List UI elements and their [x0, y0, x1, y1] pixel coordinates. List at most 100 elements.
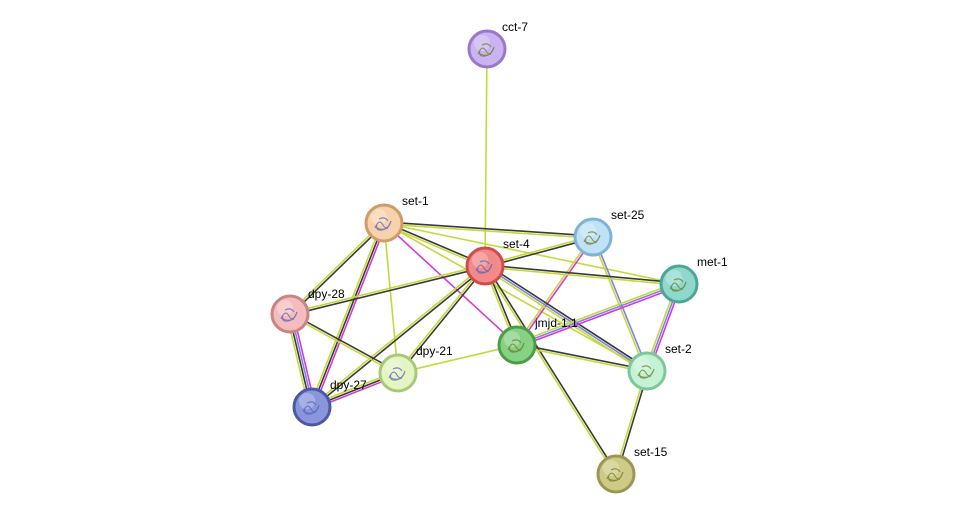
edge-met-1-jmjd-1.1[interactable] — [515, 281, 681, 348]
node-highlight — [633, 356, 651, 374]
node-met-1[interactable]: met-1 — [659, 255, 728, 304]
edge-line-coexpression — [517, 343, 648, 371]
protein-structure-icon — [606, 468, 624, 482]
node-set-25[interactable]: set-25 — [573, 208, 645, 257]
edge-set-4-set-15[interactable] — [483, 264, 618, 476]
node-label-met-1: met-1 — [697, 255, 728, 269]
edge-line-coexpression — [485, 263, 649, 370]
node-label-set-1: set-1 — [402, 194, 429, 208]
node-highlight — [503, 330, 521, 348]
node-circle[interactable] — [497, 325, 537, 365]
protein-structure-icon — [669, 278, 687, 292]
node-set-4[interactable]: set-4 — [465, 237, 530, 286]
edge-line-experiments — [383, 222, 518, 346]
node-circle[interactable] — [292, 387, 332, 427]
edge-jmjd-1.1-set-2[interactable] — [516, 343, 648, 373]
edge-line-coexpression — [311, 222, 385, 408]
node-label-set-25: set-25 — [611, 208, 645, 222]
node-set-2[interactable]: set-2 — [627, 342, 692, 391]
node-highlight — [298, 392, 316, 410]
node-circle[interactable] — [467, 29, 507, 69]
protein-structure-icon — [477, 43, 495, 57]
node-highlight — [384, 358, 402, 376]
edge-line-textmining — [516, 345, 647, 373]
edge-set-4-met-1[interactable] — [484, 264, 680, 286]
edge-line-coexpression — [312, 266, 487, 409]
edge-line-textmining — [383, 222, 648, 372]
edge-line-coexpression — [485, 264, 618, 474]
node-label-cct-7: cct-7 — [502, 20, 528, 34]
edge-line-textmining — [288, 221, 384, 314]
edge-set-1-dpy-21[interactable] — [383, 222, 399, 374]
node-label-dpy-21: dpy-21 — [416, 344, 453, 358]
protein-structure-icon — [507, 339, 525, 353]
node-circle[interactable] — [596, 454, 636, 494]
edge-line-coexpression — [290, 223, 386, 316]
node-circle[interactable] — [627, 351, 667, 391]
node-highlight — [665, 269, 683, 287]
edge-line-textmining — [515, 235, 593, 345]
edge-line-homology — [516, 283, 680, 346]
edge-set-1-set-25[interactable] — [383, 221, 594, 239]
node-circle[interactable] — [465, 246, 505, 286]
edge-set-1-set-2[interactable] — [383, 222, 648, 372]
edge-line-coexpression — [290, 266, 486, 316]
edge-line-homology — [484, 265, 648, 372]
protein-structure-icon — [374, 217, 392, 231]
node-circle[interactable] — [573, 217, 613, 257]
edge-line-textmining — [483, 266, 616, 476]
protein-structure-icon — [637, 365, 655, 379]
node-circle[interactable] — [659, 264, 699, 304]
node-cct-7[interactable]: cct-7 — [467, 20, 528, 69]
node-set-1[interactable]: set-1 — [364, 194, 429, 243]
node-circle[interactable] — [364, 203, 404, 243]
node-set-15[interactable]: set-15 — [596, 445, 668, 494]
edge-line-textmining — [383, 223, 593, 239]
edge-set-1-dpy-27[interactable] — [309, 221, 387, 409]
node-highlight — [471, 251, 489, 269]
node-highlight — [602, 459, 620, 477]
node-jmjd-1.1[interactable]: jmjd-1.1 — [497, 316, 578, 365]
edge-line-textmining — [484, 266, 679, 286]
edge-set-4-set-2[interactable] — [483, 263, 649, 374]
node-highlight — [370, 208, 388, 226]
edge-line-textmining — [309, 221, 383, 407]
node-label-set-4: set-4 — [503, 237, 530, 251]
node-label-set-15: set-15 — [634, 445, 668, 459]
edge-set-4-dpy-21[interactable] — [396, 264, 487, 375]
node-dpy-21[interactable]: dpy-21 — [378, 344, 453, 393]
edge-dpy-28-dpy-21[interactable] — [289, 312, 399, 375]
node-highlight — [473, 34, 491, 52]
edge-set-4-dpy-27[interactable] — [310, 264, 487, 409]
edge-set-1-met-1[interactable] — [383, 222, 680, 285]
edge-line-experiments — [517, 237, 595, 347]
edge-line-experiments — [517, 285, 681, 348]
node-dpy-28[interactable]: dpy-28 — [270, 287, 345, 334]
node-highlight — [579, 222, 597, 240]
edge-line-textmining — [383, 222, 680, 285]
node-circle[interactable] — [378, 353, 418, 393]
edge-line-coexpression — [485, 264, 680, 284]
edge-jmjd-1.1-dpy-21[interactable] — [397, 344, 518, 374]
node-layer: cct-7 set-1 set-25 set-4 met-1 dpy-28 jmjd-1.1… — [270, 20, 728, 494]
edge-line-textmining — [397, 344, 518, 374]
edge-set-4-dpy-28[interactable] — [289, 264, 486, 316]
edge-line-coexpression — [290, 312, 399, 373]
edge-set-1-dpy-28[interactable] — [288, 221, 386, 316]
edge-cct-7-set-4[interactable] — [484, 48, 488, 267]
edge-line-textmining — [289, 264, 485, 314]
node-label-dpy-27: dpy-27 — [330, 378, 367, 392]
node-label-set-2: set-2 — [665, 342, 692, 356]
edge-line-textmining — [396, 264, 485, 373]
edge-set-1-jmjd-1.1[interactable] — [383, 222, 518, 346]
edge-line-textmining — [515, 281, 679, 344]
node-dpy-27[interactable]: dpy-27 — [292, 378, 367, 427]
node-label-dpy-28: dpy-28 — [308, 287, 345, 301]
protein-structure-icon — [302, 401, 320, 415]
edge-line-textmining — [483, 267, 647, 374]
edge-set-25-jmjd-1.1[interactable] — [515, 235, 595, 347]
edge-line-experiments — [313, 223, 387, 409]
node-circle[interactable] — [270, 294, 310, 334]
